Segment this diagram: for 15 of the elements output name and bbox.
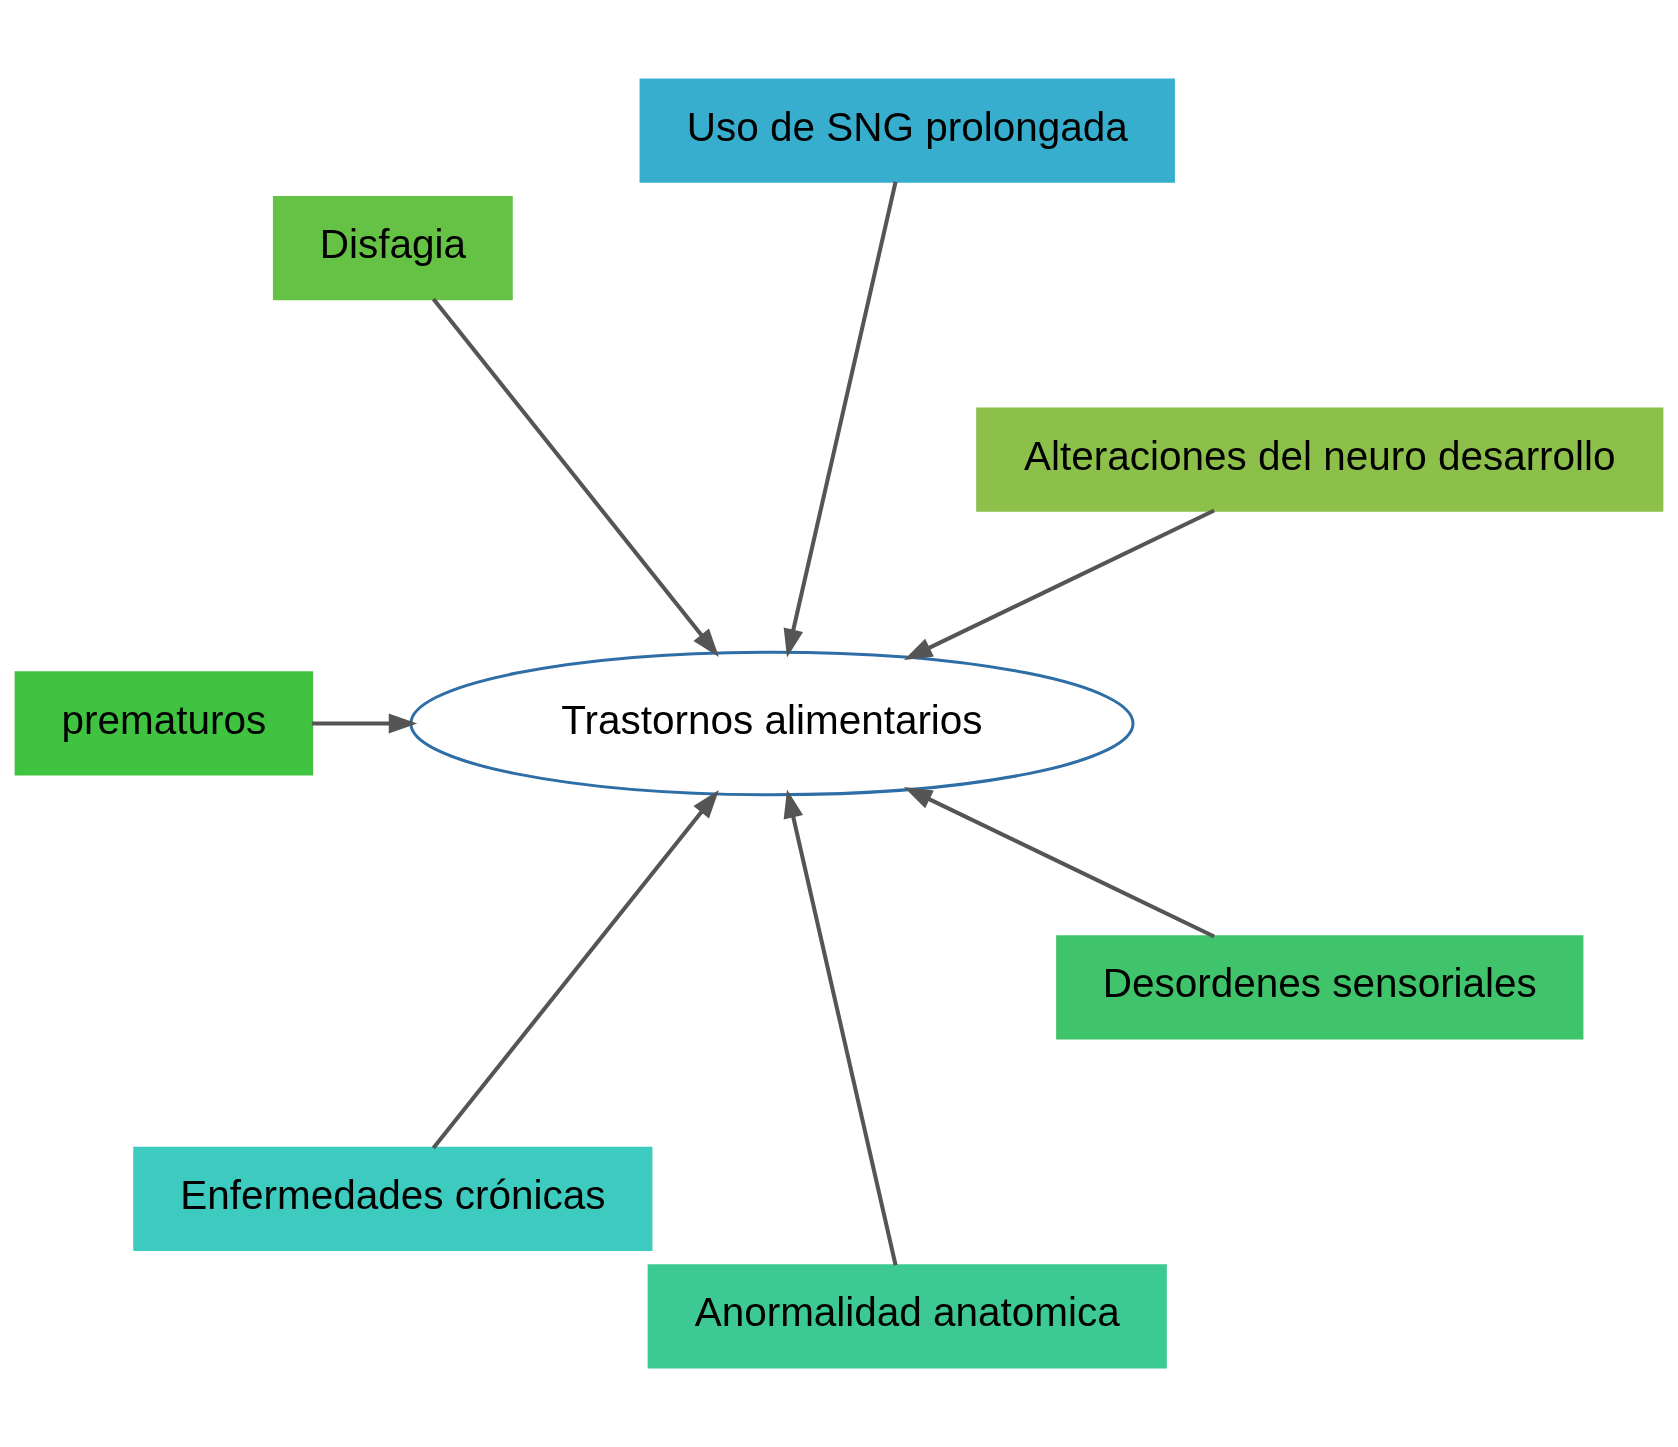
arrow xyxy=(903,508,1215,660)
node-box: Alteraciones del neuro desarrollo xyxy=(976,407,1664,512)
arrow xyxy=(783,181,898,658)
arrow xyxy=(783,789,898,1266)
arrow xyxy=(431,790,719,1150)
node-ellipse: Trastornos alimentarios xyxy=(409,650,1135,797)
node-box: Anormalidad anatomica xyxy=(647,1264,1167,1369)
arrow xyxy=(431,297,719,657)
arrow xyxy=(903,787,1215,939)
node-box: prematuros xyxy=(14,671,314,776)
node-box: Uso de SNG prolongada xyxy=(639,78,1175,183)
arrow xyxy=(311,713,418,734)
node-box: Desordenes sensoriales xyxy=(1056,935,1584,1040)
node-box: Enfermedades crónicas xyxy=(133,1146,653,1251)
node-box: Disfagia xyxy=(272,196,513,301)
